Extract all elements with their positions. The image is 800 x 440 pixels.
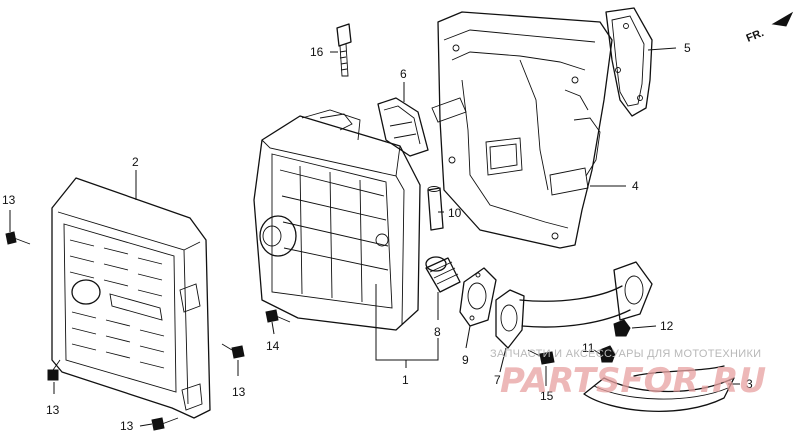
callout-13-bottom: 13: [120, 419, 134, 433]
callout-15: 15: [540, 389, 554, 403]
callout-2: 2: [132, 155, 139, 169]
part-10-pipe: [427, 186, 444, 231]
part-11-nut: [599, 345, 616, 363]
callout-13-bottom-left: 13: [46, 403, 60, 417]
part-13-bolt-c: [151, 417, 179, 431]
part-13-bolt-b: [47, 359, 61, 381]
part-15-bolt: [527, 349, 555, 365]
front-direction-arrow: FR.: [745, 11, 794, 45]
part-3-heat-shield: [583, 365, 735, 412]
callout-9: 9: [462, 353, 469, 367]
part-13-bolt-a: [5, 231, 31, 245]
callout-5: 5: [684, 41, 691, 55]
part-9-gasket: [459, 267, 497, 327]
leader-lines: [9, 47, 740, 427]
part-4-muffler-protector: [431, 11, 613, 249]
part-16-bolt: [336, 23, 352, 77]
watermark-brand: PARTSFOR.RU: [500, 361, 766, 401]
callout-14: 14: [266, 339, 280, 353]
callout-10: 10: [448, 206, 462, 220]
front-arrow-icon: [771, 11, 794, 27]
callout-7: 7: [494, 373, 501, 387]
part-2-muffler-cover: [51, 177, 211, 419]
callout-3: 3: [746, 377, 753, 391]
callout-11: 11: [582, 341, 595, 355]
callout-12: 12: [660, 319, 674, 333]
callout-8: 8: [434, 325, 441, 339]
part-14-bolt: [265, 309, 291, 323]
part-7-exhaust-pipe: [495, 261, 653, 349]
callout-13-top-left: 13: [2, 193, 16, 207]
callout-6: 6: [400, 67, 407, 81]
part-8-spark-arrester: [425, 256, 461, 293]
callout-labels: 16 6 10 5 4 2 13 13 13 13 14 8 9 1 7 15 …: [2, 41, 753, 433]
watermark-caption: ЗАПЧАСТИ И АКСЕССУАРЫ ДЛЯ МОТОТЕХНИКИ: [490, 348, 761, 360]
callout-16: 16: [310, 45, 324, 59]
part-13-bolt-d: [221, 343, 245, 359]
part-6-bracket: [377, 97, 429, 157]
front-direction-label: FR.: [745, 27, 766, 45]
part-12-nut: [613, 319, 631, 337]
part-1-muffler: [253, 109, 421, 331]
callout-13-right: 13: [232, 385, 246, 399]
callout-1: 1: [402, 373, 409, 387]
callout-4: 4: [632, 179, 639, 193]
watermark: ЗАПЧАСТИ И АКСЕССУАРЫ ДЛЯ МОТОТЕХНИКИ PA…: [490, 348, 766, 401]
part-5-gasket: [605, 7, 653, 117]
